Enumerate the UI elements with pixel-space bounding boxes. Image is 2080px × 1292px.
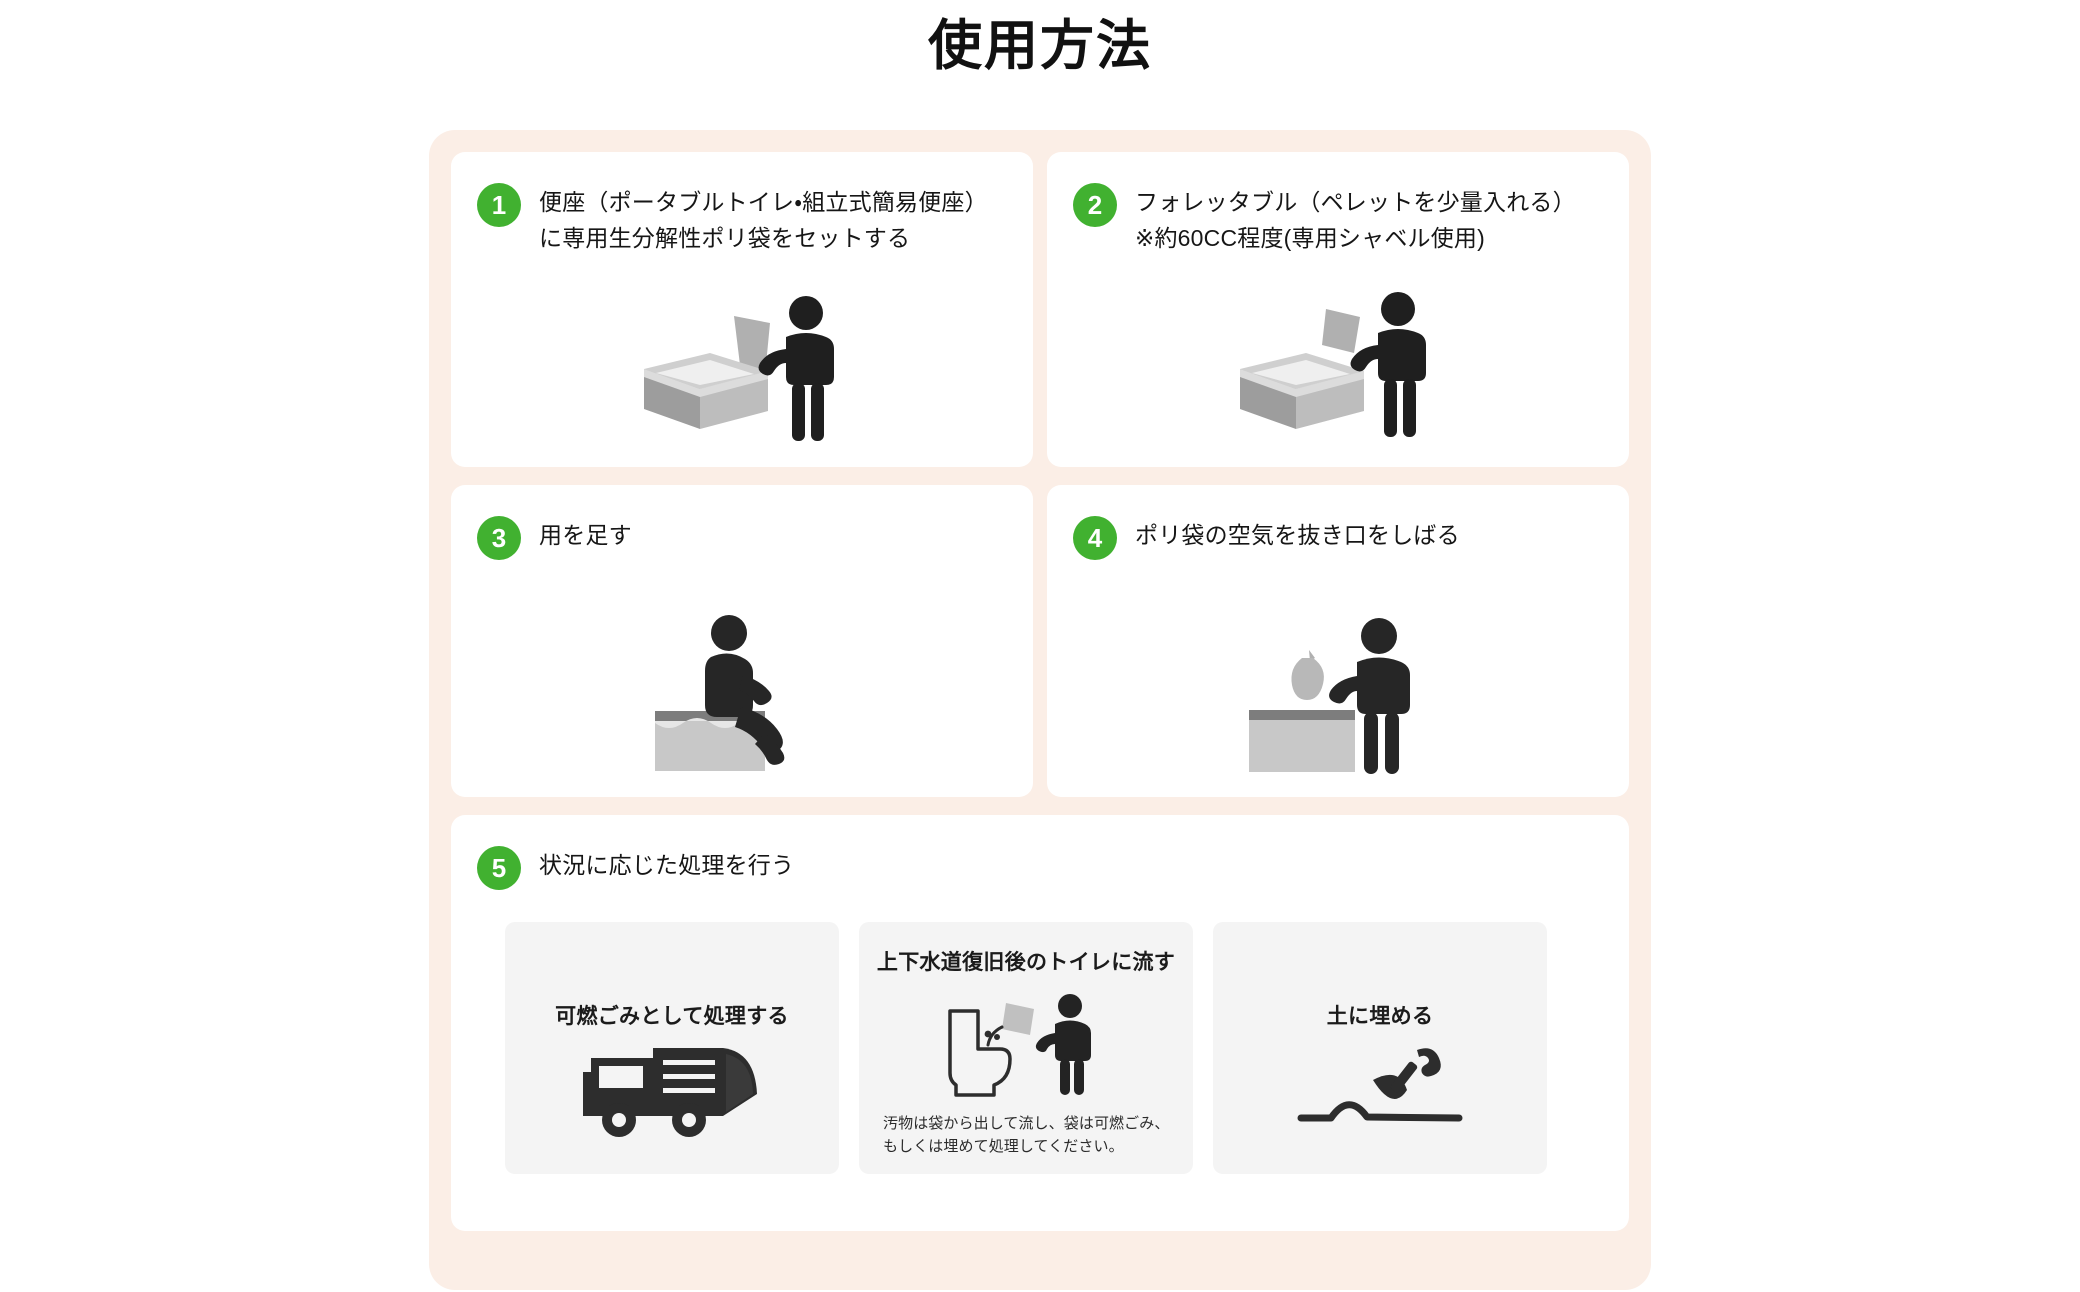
step-3-header: 3 用を足す — [477, 515, 1007, 560]
step-3-icon-area — [451, 611, 1033, 781]
disposal-option-card-3: 土に埋める — [1213, 922, 1547, 1174]
step-number-badge-5: 5 — [477, 846, 521, 890]
disposal-option-2-icon-area — [946, 976, 1106, 1113]
bag-into-portable-toilet-icon — [634, 291, 850, 451]
step-number-badge-1: 1 — [477, 183, 521, 227]
shovel-bury-icon — [1295, 1044, 1465, 1144]
disposal-options-grid: 可燃ごみとして処理する — [477, 922, 1603, 1174]
tied-bag-icon — [1243, 616, 1433, 781]
disposal-option-2-note-line2: もしくは埋めて処理してください。 — [883, 1137, 1124, 1155]
steps-panel: 1 便座（ポータブルトイレ・組立式簡易便座） に専用生分解性ポリ袋をセットする — [429, 130, 1651, 1290]
step-1-header: 1 便座（ポータブルトイレ・組立式簡易便座） に専用生分解性ポリ袋をセットする — [477, 182, 1007, 257]
step-1-line2: に専用生分解性ポリ袋をセットする — [539, 225, 911, 252]
disposal-option-2-title: 上下水道復旧後のトイレに流す — [876, 951, 1176, 974]
step-2-line1: フォレッタブル（ペレットを少量入れる） — [1135, 189, 1576, 215]
step-2-icon-area — [1047, 281, 1629, 451]
step-1-text: 便座（ポータブルトイレ・組立式簡易便座） に専用生分解性ポリ袋をセットする — [539, 182, 988, 257]
disposal-option-3-icon-area — [1295, 1030, 1465, 1158]
step-5-line1: 状況に応じた処理を行う — [539, 852, 795, 878]
garbage-truck-icon — [577, 1042, 767, 1147]
step-1-line1: 便座（ポータブルトイレ・組立式簡易便座） — [539, 189, 988, 215]
disposal-option-1-icon-area — [577, 1030, 767, 1158]
step-number-badge-3: 3 — [477, 516, 521, 560]
step-card-5: 5 状況に応じた処理を行う 可燃ごみとして処理する — [451, 815, 1629, 1231]
disposal-option-3-title: 土に埋める — [1326, 1005, 1434, 1028]
page-title: 使用方法 — [928, 16, 1152, 76]
step-5-header: 5 状況に応じた処理を行う — [477, 845, 1603, 890]
disposal-option-card-1: 可燃ごみとして処理する — [505, 922, 839, 1174]
person-sitting-on-toilet-icon — [647, 611, 837, 781]
disposal-option-2-note-line1: 汚物は袋から出して流し、袋は可燃ごみ、 — [883, 1115, 1170, 1132]
disposal-option-card-2: 上下水道復旧後のトイレに流す — [859, 922, 1193, 1174]
step-4-line1: ポリ袋の空気を抜き口をしばる — [1135, 522, 1460, 548]
disposal-option-1-title: 可燃ごみとして処理する — [555, 1005, 789, 1028]
step-4-header: 4 ポリ袋の空気を抜き口をしばる — [1073, 515, 1603, 560]
step-4-icon-area — [1047, 611, 1629, 781]
step-3-text: 用を足す — [539, 515, 632, 553]
flush-toilet-icon — [946, 993, 1106, 1097]
steps-grid: 1 便座（ポータブルトイレ・組立式簡易便座） に専用生分解性ポリ袋をセットする — [451, 152, 1629, 1231]
step-4-text: ポリ袋の空気を抜き口をしばる — [1135, 515, 1460, 553]
step-2-header: 2 フォレッタブル（ペレットを少量入れる） ※約60CC程度(専用シャベル使用) — [1073, 182, 1603, 257]
step-card-2: 2 フォレッタブル（ペレットを少量入れる） ※約60CC程度(専用シャベル使用) — [1047, 152, 1629, 467]
step-card-3: 3 用を足す — [451, 485, 1033, 797]
step-number-badge-2: 2 — [1073, 183, 1117, 227]
step-2-line2: ※約60CC程度(専用シャベル使用) — [1135, 225, 1485, 252]
step-3-line1: 用を足す — [539, 522, 632, 548]
step-5-text: 状況に応じた処理を行う — [539, 845, 794, 883]
step-2-text: フォレッタブル（ペレットを少量入れる） ※約60CC程度(専用シャベル使用) — [1135, 182, 1576, 257]
pellets-into-toilet-icon — [1230, 291, 1446, 451]
step-card-4: 4 ポリ袋の空気を抜き口をしばる — [1047, 485, 1629, 797]
disposal-option-2-note: 汚物は袋から出して流し、袋は可燃ごみ、 もしくは埋めて処理してください。 — [873, 1113, 1179, 1158]
step-number-badge-4: 4 — [1073, 516, 1117, 560]
step-card-1: 1 便座（ポータブルトイレ・組立式簡易便座） に専用生分解性ポリ袋をセットする — [451, 152, 1033, 467]
step-1-icon-area — [451, 281, 1033, 451]
